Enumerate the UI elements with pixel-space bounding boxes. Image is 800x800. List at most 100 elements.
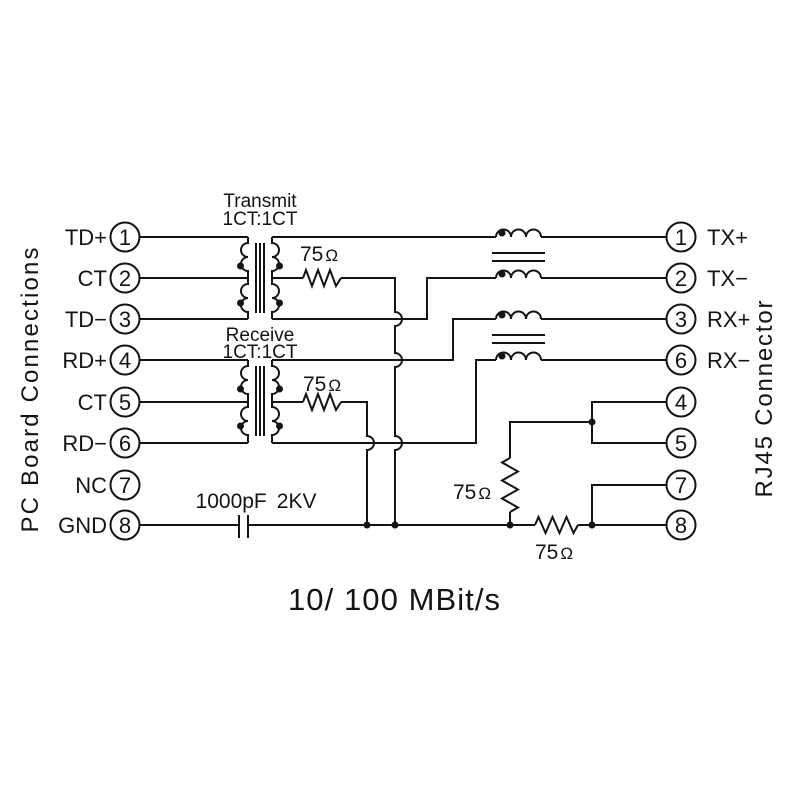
core-layer bbox=[255, 243, 545, 436]
choke2-winding-top bbox=[495, 310, 542, 320]
rj45-tx-minus-label: TX− bbox=[707, 266, 748, 291]
pc-pin-1-number: 1 bbox=[119, 225, 131, 250]
junction-dot bbox=[588, 521, 596, 529]
receive-core-lines bbox=[255, 366, 265, 436]
pc-side-header: PC Board Connections bbox=[17, 248, 44, 533]
capacitor-symbol bbox=[238, 515, 249, 538]
pc-pin-6-circle bbox=[109, 427, 141, 459]
rj45-pin-7-number: 7 bbox=[675, 473, 687, 498]
ohm-symbol: Ω bbox=[325, 246, 338, 265]
rj45-pin-3-circle bbox=[665, 303, 697, 335]
pc-pin-4-circle bbox=[109, 344, 141, 376]
pc-pin-2-number: 2 bbox=[119, 266, 131, 291]
rj45-rx-minus-label: RX− bbox=[707, 348, 750, 373]
polarity-dot bbox=[276, 262, 283, 270]
capacitor-label: 1000pF 2KV bbox=[196, 490, 317, 513]
transmit-ratio-label: 1CT:1CT bbox=[223, 209, 298, 230]
wire-pair45-tie bbox=[591, 401, 667, 444]
pc-pin-5-label: CT bbox=[78, 390, 107, 415]
rj45-pin-6-circle bbox=[665, 344, 697, 376]
rj45-pin-5-circle bbox=[665, 427, 697, 459]
polarity-dot bbox=[498, 229, 506, 237]
pin-layer bbox=[109, 221, 697, 541]
junction-dot bbox=[588, 418, 596, 426]
choke1-winding-top bbox=[495, 228, 542, 238]
polarity-dot bbox=[237, 422, 244, 430]
pc-pin-4-label: RD+ bbox=[62, 348, 107, 373]
diagram-title: 10/ 100 MBit/s bbox=[288, 582, 500, 617]
rj45-pin-5-number: 5 bbox=[675, 431, 687, 456]
junction-dot bbox=[363, 521, 371, 529]
rj45-pin-1-number: 1 bbox=[675, 225, 687, 250]
wire-pair45-to-resistor bbox=[509, 421, 592, 458]
pc-pin-5-circle bbox=[109, 386, 141, 418]
wire-receive-ct-return bbox=[341, 401, 375, 525]
pc-pin-8-circle bbox=[109, 509, 141, 541]
polarity-dot bbox=[498, 311, 506, 319]
pc-pin-7-number: 7 bbox=[119, 473, 131, 498]
wire-rx-plus bbox=[272, 318, 496, 361]
ohm-symbol: Ω bbox=[328, 376, 341, 395]
rj45-pin-8-number: 8 bbox=[675, 513, 687, 538]
pc-pin-3-label: TD− bbox=[65, 307, 107, 332]
choke2-core-lines bbox=[492, 334, 545, 344]
pc-pin-6-number: 6 bbox=[119, 431, 131, 456]
pc-pin-1-label: TD+ bbox=[65, 225, 107, 250]
rj45-tx-plus-label: TX+ bbox=[707, 225, 748, 250]
rj45-pin-3-number: 3 bbox=[675, 307, 687, 332]
ohm-symbol: Ω bbox=[560, 544, 573, 563]
pc-pin-2-label: CT bbox=[78, 266, 107, 291]
rj45-side-header: RJ45 Connector bbox=[751, 301, 778, 498]
junction-dot bbox=[506, 521, 514, 529]
rj45-rx-plus-label: RX+ bbox=[707, 307, 750, 332]
wire-tx-minus bbox=[272, 277, 496, 320]
receive-ratio-label: 1CT:1CT bbox=[223, 342, 298, 363]
ohm-symbol: Ω bbox=[478, 484, 491, 503]
resistor-receive-ct bbox=[302, 391, 342, 413]
rj45-pin-4-circle bbox=[665, 386, 697, 418]
rj45-pin-8-circle bbox=[665, 509, 697, 541]
rj45-pin-2-number: 2 bbox=[675, 266, 687, 291]
capacitor-rating: 2KV bbox=[277, 490, 317, 513]
rj45-pin-7-circle bbox=[665, 469, 697, 501]
choke1-winding-bottom bbox=[495, 269, 542, 279]
rj45-pin-4-number: 4 bbox=[675, 390, 687, 415]
wire-transmit-ct-return bbox=[341, 277, 403, 525]
polarity-dot bbox=[276, 299, 283, 307]
polarity-dot bbox=[237, 385, 244, 393]
polarity-dot bbox=[276, 385, 283, 393]
capacitor-value: 1000pF bbox=[196, 490, 267, 513]
resistor-value: 75 bbox=[300, 243, 323, 266]
wire-layer bbox=[139, 228, 667, 538]
transmit-transformer-label: Transmit bbox=[223, 191, 297, 212]
pc-pin-6-label: RD− bbox=[62, 431, 107, 456]
pc-pin-1-circle bbox=[109, 221, 141, 253]
text-layer: 1 2 3 4 5 6 7 8 TD+ CT TD− RD+ CT RD− NC… bbox=[17, 191, 778, 617]
dot-layer bbox=[237, 229, 596, 529]
choke2-winding-bottom bbox=[495, 351, 542, 361]
polarity-dot bbox=[237, 262, 244, 270]
choke1-core-lines bbox=[492, 252, 545, 262]
pc-pin-3-circle bbox=[109, 303, 141, 335]
pc-pin-7-label: NC bbox=[75, 473, 107, 498]
resistor-gnd-series bbox=[534, 514, 579, 536]
rj45-pin-6-number: 6 bbox=[675, 348, 687, 373]
resistor-pair45 bbox=[499, 457, 521, 513]
pc-pin-2-circle bbox=[109, 262, 141, 294]
polarity-dot bbox=[276, 422, 283, 430]
wire-pin7-tie bbox=[591, 484, 667, 525]
rj45-pin-1-circle bbox=[665, 221, 697, 253]
polarity-dot bbox=[498, 352, 506, 360]
receive-transformer-label: Receive bbox=[226, 325, 295, 346]
pc-pin-8-label: GND bbox=[58, 513, 107, 538]
polarity-dot bbox=[498, 270, 506, 278]
resistor-value: 75 bbox=[453, 481, 476, 504]
resistor-transmit-ct bbox=[302, 267, 342, 289]
pc-pin-8-number: 8 bbox=[119, 513, 131, 538]
pc-pin-7-circle bbox=[109, 469, 141, 501]
